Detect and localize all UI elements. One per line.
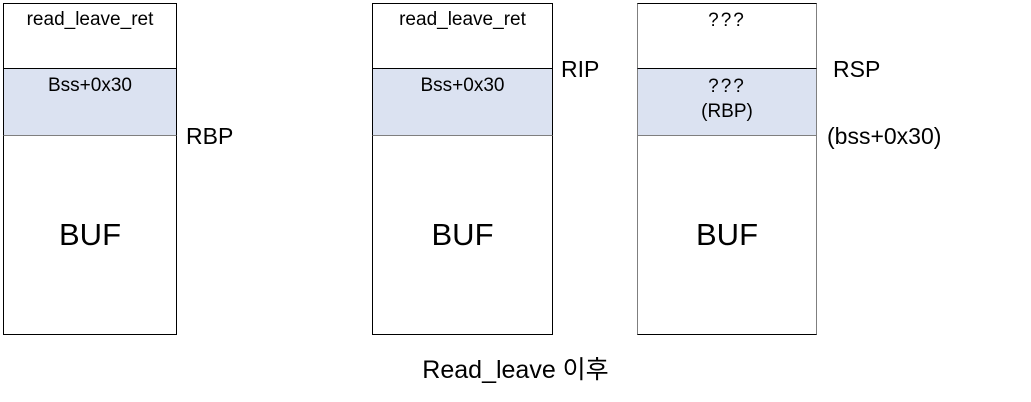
saved-rbp-label: ??? (708, 76, 746, 97)
return-address-cell-before: read_leave_ret (3, 3, 177, 68)
saved-rbp-cell-after: ??? (RBP) (637, 68, 817, 136)
buffer-cell-after: BUF (637, 136, 817, 335)
register-label-bss-offset-text: (bss+0x30) (827, 123, 942, 149)
stack-frame-during: read_leave_ret Bss+0x30 BUF (372, 3, 553, 335)
stack-frame-after: ??? ??? (RBP) BUF (637, 3, 817, 335)
return-address-label: read_leave_ret (399, 9, 526, 30)
buffer-cell-before: BUF (3, 136, 177, 335)
return-address-cell-after: ??? (637, 3, 817, 68)
saved-rbp-label: Bss+0x30 (48, 75, 132, 96)
saved-rbp-sublabel: (RBP) (701, 101, 753, 122)
return-address-cell-during: read_leave_ret (372, 3, 553, 68)
buffer-cell-during: BUF (372, 136, 553, 335)
register-label-rbp-before: RBP (186, 123, 233, 149)
register-label-rsp-after: RSP (833, 56, 880, 82)
buffer-label: BUF (59, 217, 121, 252)
diagram-caption-text: Read_leave 이후 (422, 356, 609, 384)
return-address-label: ??? (708, 10, 746, 31)
register-label-rip-during: RIP (561, 56, 599, 82)
diagram-caption: Read_leave 이후 (0, 355, 1031, 385)
buffer-label: BUF (431, 217, 494, 252)
buffer-label: BUF (696, 217, 758, 252)
saved-rbp-cell-during: Bss+0x30 (372, 68, 553, 136)
return-address-label: read_leave_ret (26, 9, 154, 30)
register-label-rsp-text: RSP (833, 56, 881, 82)
register-label-bss-offset-after: (bss+0x30) (827, 123, 941, 149)
register-label-rip-text: RIP (561, 56, 600, 82)
register-label-rbp-text: RBP (186, 123, 234, 149)
saved-rbp-label: Bss+0x30 (420, 75, 505, 96)
saved-rbp-cell-before: Bss+0x30 (3, 68, 177, 136)
stack-frame-before: read_leave_ret Bss+0x30 BUF (3, 3, 177, 335)
